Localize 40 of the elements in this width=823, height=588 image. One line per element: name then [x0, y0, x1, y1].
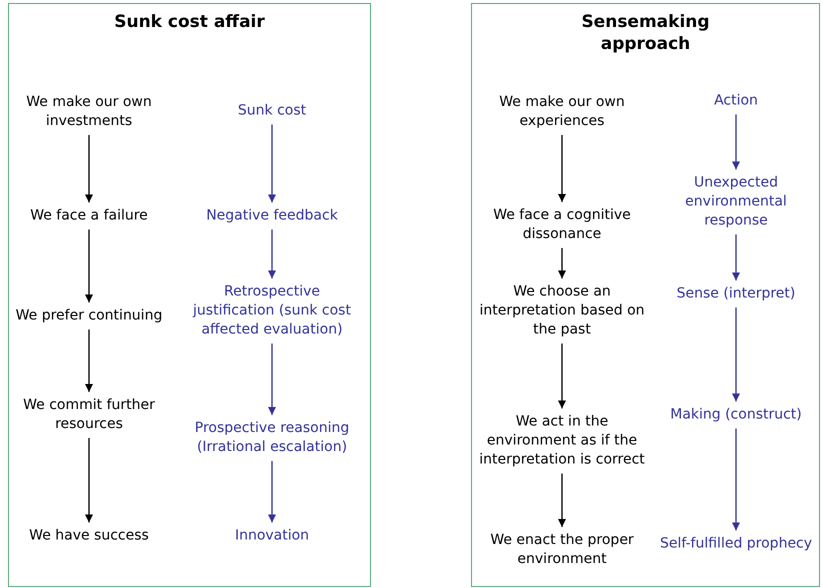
step-text: We choose an interpretation based on the past: [477, 282, 647, 340]
step-text: We face a cognitive dissonance: [472, 206, 652, 244]
step-text: Self-fulfilled prophecy: [656, 534, 816, 554]
arrow: [732, 428, 740, 530]
panel-frame: [8, 3, 371, 587]
step-text: We act in the environment as if the interpretation is correct: [477, 412, 647, 470]
step-text: We enact the proper environment: [477, 531, 647, 569]
arrow: [85, 330, 93, 392]
step-text: We have success: [4, 526, 174, 546]
panel-title: Sensemaking approach: [580, 11, 711, 55]
arrow: [558, 248, 566, 278]
step-text: We prefer continuing: [4, 306, 174, 326]
arrow: [732, 234, 740, 280]
arrow: [558, 344, 566, 408]
arrow: [85, 135, 93, 202]
step-text: Retrospective justification (sunk cost affected evaluation): [182, 282, 362, 340]
step-text: Sense (interpret): [656, 284, 816, 304]
step-text: Sunk cost: [187, 102, 357, 120]
arrow: [268, 124, 276, 202]
step-text: We make our own experiences: [477, 93, 647, 131]
step-text: Prospective reasoning (Irrational escalation): [187, 419, 357, 457]
arrow: [732, 308, 740, 402]
arrow: [732, 114, 740, 170]
arrow: [85, 438, 93, 522]
step-text: Innovation: [187, 526, 357, 546]
arrow: [558, 135, 566, 202]
panel-frame: [471, 3, 820, 587]
arrow: [268, 461, 276, 522]
step-text: Unexpected environmental response: [656, 174, 816, 230]
arrow: [268, 344, 276, 415]
step-text: We make our own investments: [4, 93, 174, 131]
step-text: Action: [656, 92, 816, 110]
step-text: Making (construct): [655, 406, 817, 424]
arrow: [85, 230, 93, 302]
step-text: We face a failure: [4, 206, 174, 226]
arrow: [558, 474, 566, 527]
panel-title: Sunk cost affair: [113, 11, 266, 33]
arrow: [268, 230, 276, 278]
step-text: We commit further resources: [2, 396, 176, 434]
step-text: Negative feedback: [187, 206, 357, 226]
